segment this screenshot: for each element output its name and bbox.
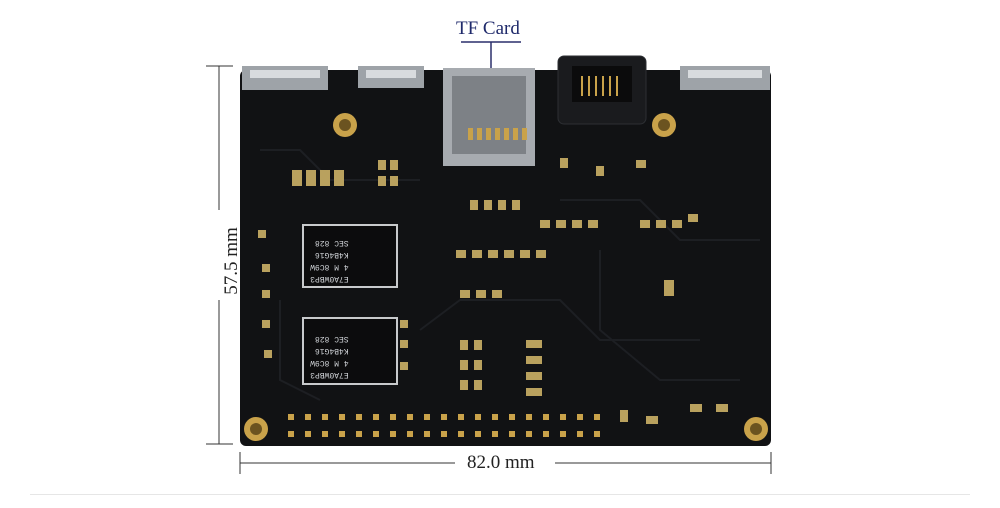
ram-chip-1 — [302, 224, 398, 288]
mounting-holes — [244, 113, 768, 441]
height-dimension-label: 57.5 mm — [221, 227, 242, 295]
chip2-line-3: K4B4G16 — [315, 346, 349, 355]
tf-card-label: TF Card — [456, 18, 520, 39]
chip1-line-2: 4 M 8C9W — [310, 262, 349, 271]
chip2-line-4: SEC 828 — [315, 334, 349, 343]
chip1-line-4: SEC 828 — [315, 238, 349, 247]
ethernet-pins — [581, 76, 618, 96]
chip1-markings: E7A0WBP3 4 M 8C9W K4B4G16 SEC 828 — [310, 238, 349, 283]
tf-card-pins — [468, 128, 527, 140]
chip1-line-1: E7A0WBP3 — [310, 274, 349, 283]
gpio-header-pins — [288, 414, 600, 437]
chip2-line-1: E7A0WBP3 — [310, 370, 349, 379]
smd-components — [258, 158, 728, 424]
ram-chip-2 — [302, 317, 398, 385]
chip2-markings: E7A0WBP3 4 M 8C9W K4B4G16 SEC 828 — [310, 334, 349, 379]
width-dimension-label: 82.0 mm — [461, 452, 541, 474]
footer-divider — [30, 494, 970, 495]
chip1-line-3: K4B4G16 — [315, 250, 349, 259]
chip2-line-2: 4 M 8C9W — [310, 358, 349, 367]
